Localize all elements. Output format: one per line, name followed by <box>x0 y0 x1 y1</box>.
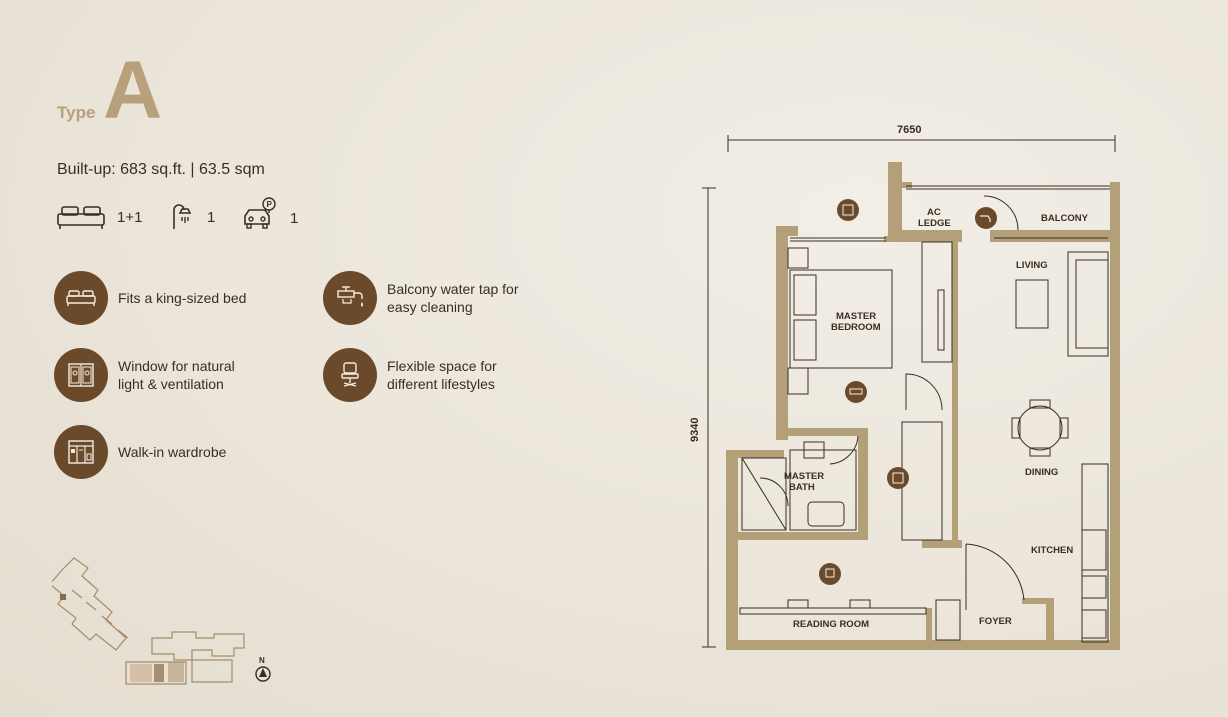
feature-label: Walk-in wardrobe <box>118 444 227 460</box>
room-icons <box>819 199 997 585</box>
feature-icon-circle <box>323 271 377 325</box>
room-ac-ledge-line1: AC <box>927 207 941 218</box>
type-letter: A <box>103 45 163 136</box>
room-living: LIVING <box>1016 260 1048 271</box>
feature-water-tap: Balcony water tap for easy cleaning <box>323 271 557 325</box>
spec-bathrooms-value: 1 <box>207 208 216 226</box>
shower-icon <box>173 204 192 229</box>
feature-icon-circle <box>54 348 108 402</box>
furniture <box>739 241 1109 643</box>
feature-icon-circle <box>54 271 108 325</box>
chair-icon <box>341 362 359 387</box>
bed-icon <box>66 290 96 306</box>
water-tap-icon <box>337 286 363 307</box>
room-dining: DINING <box>1025 467 1058 478</box>
room-ac-ledge-line2: LEDGE <box>918 218 951 229</box>
room-master-bedroom-line2: BEDROOM <box>831 322 881 333</box>
spec-bedrooms: 1+1 <box>57 204 142 230</box>
chair-icon <box>819 563 841 585</box>
car-parking-icon: P <box>244 197 276 229</box>
built-up-area: Built-up: 683 sq.ft. | 63.5 sqm <box>57 161 265 178</box>
wardrobe-icon <box>68 440 94 464</box>
feature-label: Fits a king-sized bed <box>118 290 247 306</box>
room-balcony: BALCONY <box>1041 213 1089 224</box>
windows <box>790 185 1110 242</box>
type-word: Type <box>57 103 96 122</box>
feature-king-bed: Fits a king-sized bed <box>54 271 288 325</box>
floor-plan: 7650 9340 <box>690 124 1120 650</box>
window-icon <box>68 363 94 387</box>
spec-bathrooms: 1 <box>171 204 215 230</box>
room-foyer: FOYER <box>979 616 1012 627</box>
feature-label: Window for natural light & ventilation <box>118 358 235 392</box>
feature-label: Balcony water tap for easy cleaning <box>387 281 519 315</box>
spec-bedrooms-value: 1+1 <box>117 208 143 226</box>
feature-label: Flexible space for different lifestyles <box>387 358 497 392</box>
svg-text:P: P <box>267 200 273 209</box>
dimension-lines <box>702 135 1116 648</box>
water-tap-icon <box>975 207 997 229</box>
spec-parking: P 1 <box>242 196 298 230</box>
room-kitchen: KITCHEN <box>1031 545 1073 556</box>
width-dimension: 7650 <box>897 124 921 136</box>
feature-window: Window for natural light & ventilation <box>54 348 288 402</box>
bed-icon <box>57 206 105 229</box>
room-master-bath-line1: MASTER <box>784 471 824 482</box>
north-label: N <box>259 656 265 665</box>
feature-icon-circle <box>323 348 377 402</box>
feature-flexible-space: Flexible space for different lifestyles <box>323 348 557 402</box>
walls <box>726 162 1120 650</box>
wardrobe-icon <box>887 467 909 489</box>
spec-parking-value: 1 <box>290 209 299 227</box>
key-plan: N <box>52 557 271 685</box>
window-icon <box>837 199 859 221</box>
feature-walk-in-wardrobe: Walk-in wardrobe <box>54 425 288 479</box>
room-master-bedroom-line1: MASTER <box>836 311 876 322</box>
room-master-bath-line2: BATH <box>789 482 815 493</box>
feature-icon-circle <box>54 425 108 479</box>
height-dimension: 9340 <box>690 418 701 442</box>
doors <box>759 195 1025 610</box>
room-reading-room: READING ROOM <box>793 619 869 630</box>
bed-icon <box>845 381 867 403</box>
